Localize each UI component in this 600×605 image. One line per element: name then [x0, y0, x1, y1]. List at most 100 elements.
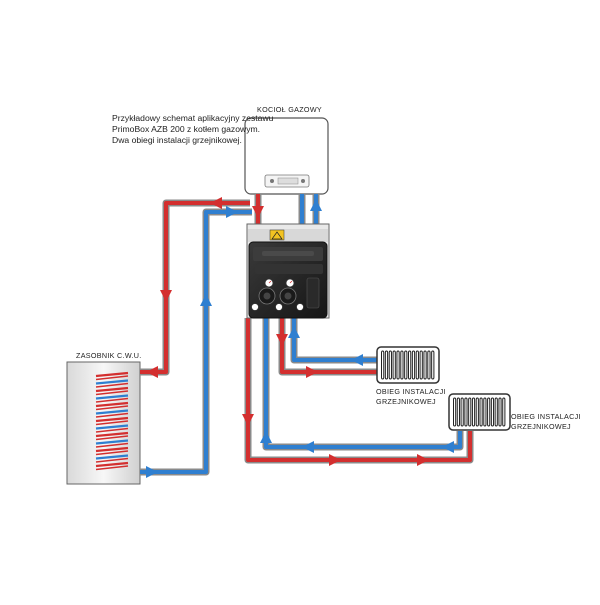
gas-boiler	[244, 117, 329, 195]
coil-turn	[95, 390, 129, 396]
radiator-fin	[423, 350, 427, 380]
radiator-2	[448, 393, 511, 431]
pump-icon	[258, 287, 276, 305]
flow-arrow-icon	[200, 294, 212, 306]
warning-label-icon	[269, 229, 285, 241]
flow-arrow-icon	[306, 366, 318, 378]
gauge-icon	[264, 278, 274, 288]
coil-turn	[95, 431, 129, 438]
thermometer-icon	[275, 303, 283, 311]
coil-turn	[95, 375, 129, 381]
flow-arrow-icon	[146, 466, 158, 478]
circuit-1-label: OBIEG INSTALACJI GRZEJNIKOWEJ	[376, 387, 446, 407]
radiator-fin	[456, 397, 460, 427]
radiator-fin	[404, 350, 408, 380]
radiator-fin	[490, 397, 495, 427]
coil-turn	[95, 424, 129, 430]
circuit-2-label-line2: GRZEJNIKOWEJ	[511, 422, 571, 431]
coil-turn	[95, 439, 129, 445]
boiler-display	[277, 177, 299, 185]
radiator-fin	[411, 350, 416, 380]
circuit-1-label-line2: GRZEJNIKOWEJ	[376, 397, 436, 406]
radiator-fin	[431, 350, 435, 380]
boiler-label: KOCIOŁ GAZOWY	[257, 105, 323, 114]
flow-arrow-icon	[242, 414, 254, 426]
radiator-fin	[468, 397, 472, 427]
flow-arrow-icon	[210, 197, 222, 209]
flow-arrow-icon	[302, 441, 314, 453]
circuit-2-return-pipe	[264, 318, 462, 449]
coil-turn	[95, 409, 129, 415]
radiator-fin	[400, 350, 404, 380]
circuit-1-label-line1: OBIEG INSTALACJI	[376, 387, 446, 396]
flow-arrow-icon	[160, 290, 172, 302]
tank-return-pipe-outline	[140, 208, 252, 476]
radiator-fin	[498, 397, 502, 427]
description-line: Dwa obiegi instalacji grzejnikowej.	[112, 135, 242, 145]
tank-supply-pipe-outline	[140, 199, 250, 376]
coil-turn	[95, 379, 129, 385]
circuit-2-supply-pipe	[246, 318, 472, 462]
coil-turn	[95, 454, 129, 460]
coil-turn	[95, 435, 129, 441]
coil-turn	[95, 416, 129, 423]
circuit-2-label-line1: OBIEG INSTALACJI	[511, 412, 581, 421]
coil-turn	[95, 401, 129, 408]
boiler-knob-icon	[270, 179, 274, 183]
coil-turn	[95, 427, 129, 433]
circuit-2-label: OBIEG INSTALACJI GRZEJNIKOWEJ	[511, 412, 581, 432]
radiator-fin	[419, 350, 423, 380]
radiator-fin	[427, 350, 431, 380]
coil-turn	[95, 461, 129, 468]
mixing-valve-icon	[306, 277, 320, 309]
flow-arrow-icon	[417, 454, 429, 466]
pump-icon	[279, 287, 297, 305]
flow-arrow-icon	[442, 441, 454, 453]
radiator-fin	[502, 397, 506, 427]
radiator-fin	[460, 397, 464, 427]
radiator-fin	[388, 350, 392, 380]
radiator-1	[376, 346, 440, 384]
pump-station	[246, 223, 330, 319]
boiler-knob-icon	[301, 179, 305, 183]
flow-arrows	[146, 197, 454, 478]
flow-arrow-icon	[276, 334, 288, 346]
coil-turn	[95, 382, 129, 388]
flow-arrow-icon	[146, 366, 158, 378]
radiator-fin	[453, 397, 457, 427]
radiator-fin	[381, 350, 385, 380]
radiator-fin	[487, 397, 491, 427]
tank-label: ZASOBNIK C.W.U.	[76, 351, 142, 360]
pipe-network	[140, 194, 474, 476]
flow-arrow-icon	[252, 206, 264, 218]
radiator-fin	[471, 397, 476, 427]
tank-coil	[95, 371, 129, 471]
radiator-fin	[408, 350, 412, 380]
coil-turn	[95, 457, 129, 463]
radiator-fin	[464, 397, 468, 427]
flow-arrow-icon	[288, 326, 300, 338]
description-line: PrimoBox AZB 200 z kotłem gazowym.	[112, 124, 261, 134]
thermometer-icon	[251, 303, 259, 311]
flow-arrow-icon	[329, 454, 341, 466]
coil-turn	[95, 420, 129, 426]
coil-turn	[95, 397, 129, 403]
radiator-fin	[384, 350, 389, 380]
tank-return-pipe	[140, 210, 252, 474]
thermometer-icon	[296, 303, 304, 311]
coil-turn	[95, 412, 129, 418]
radiator-fin	[415, 350, 419, 380]
coil-turn	[95, 446, 129, 453]
radiator-fin	[494, 397, 498, 427]
tank-supply-pipe	[140, 201, 250, 374]
radiator-fin	[392, 350, 396, 380]
coil-turn	[95, 465, 129, 471]
coil-turn	[95, 405, 129, 411]
coil-turn	[95, 442, 129, 448]
flow-arrow-icon	[310, 199, 322, 211]
radiator-fin	[479, 397, 483, 427]
flow-arrow-icon	[351, 354, 363, 366]
coil-turn	[95, 450, 129, 456]
